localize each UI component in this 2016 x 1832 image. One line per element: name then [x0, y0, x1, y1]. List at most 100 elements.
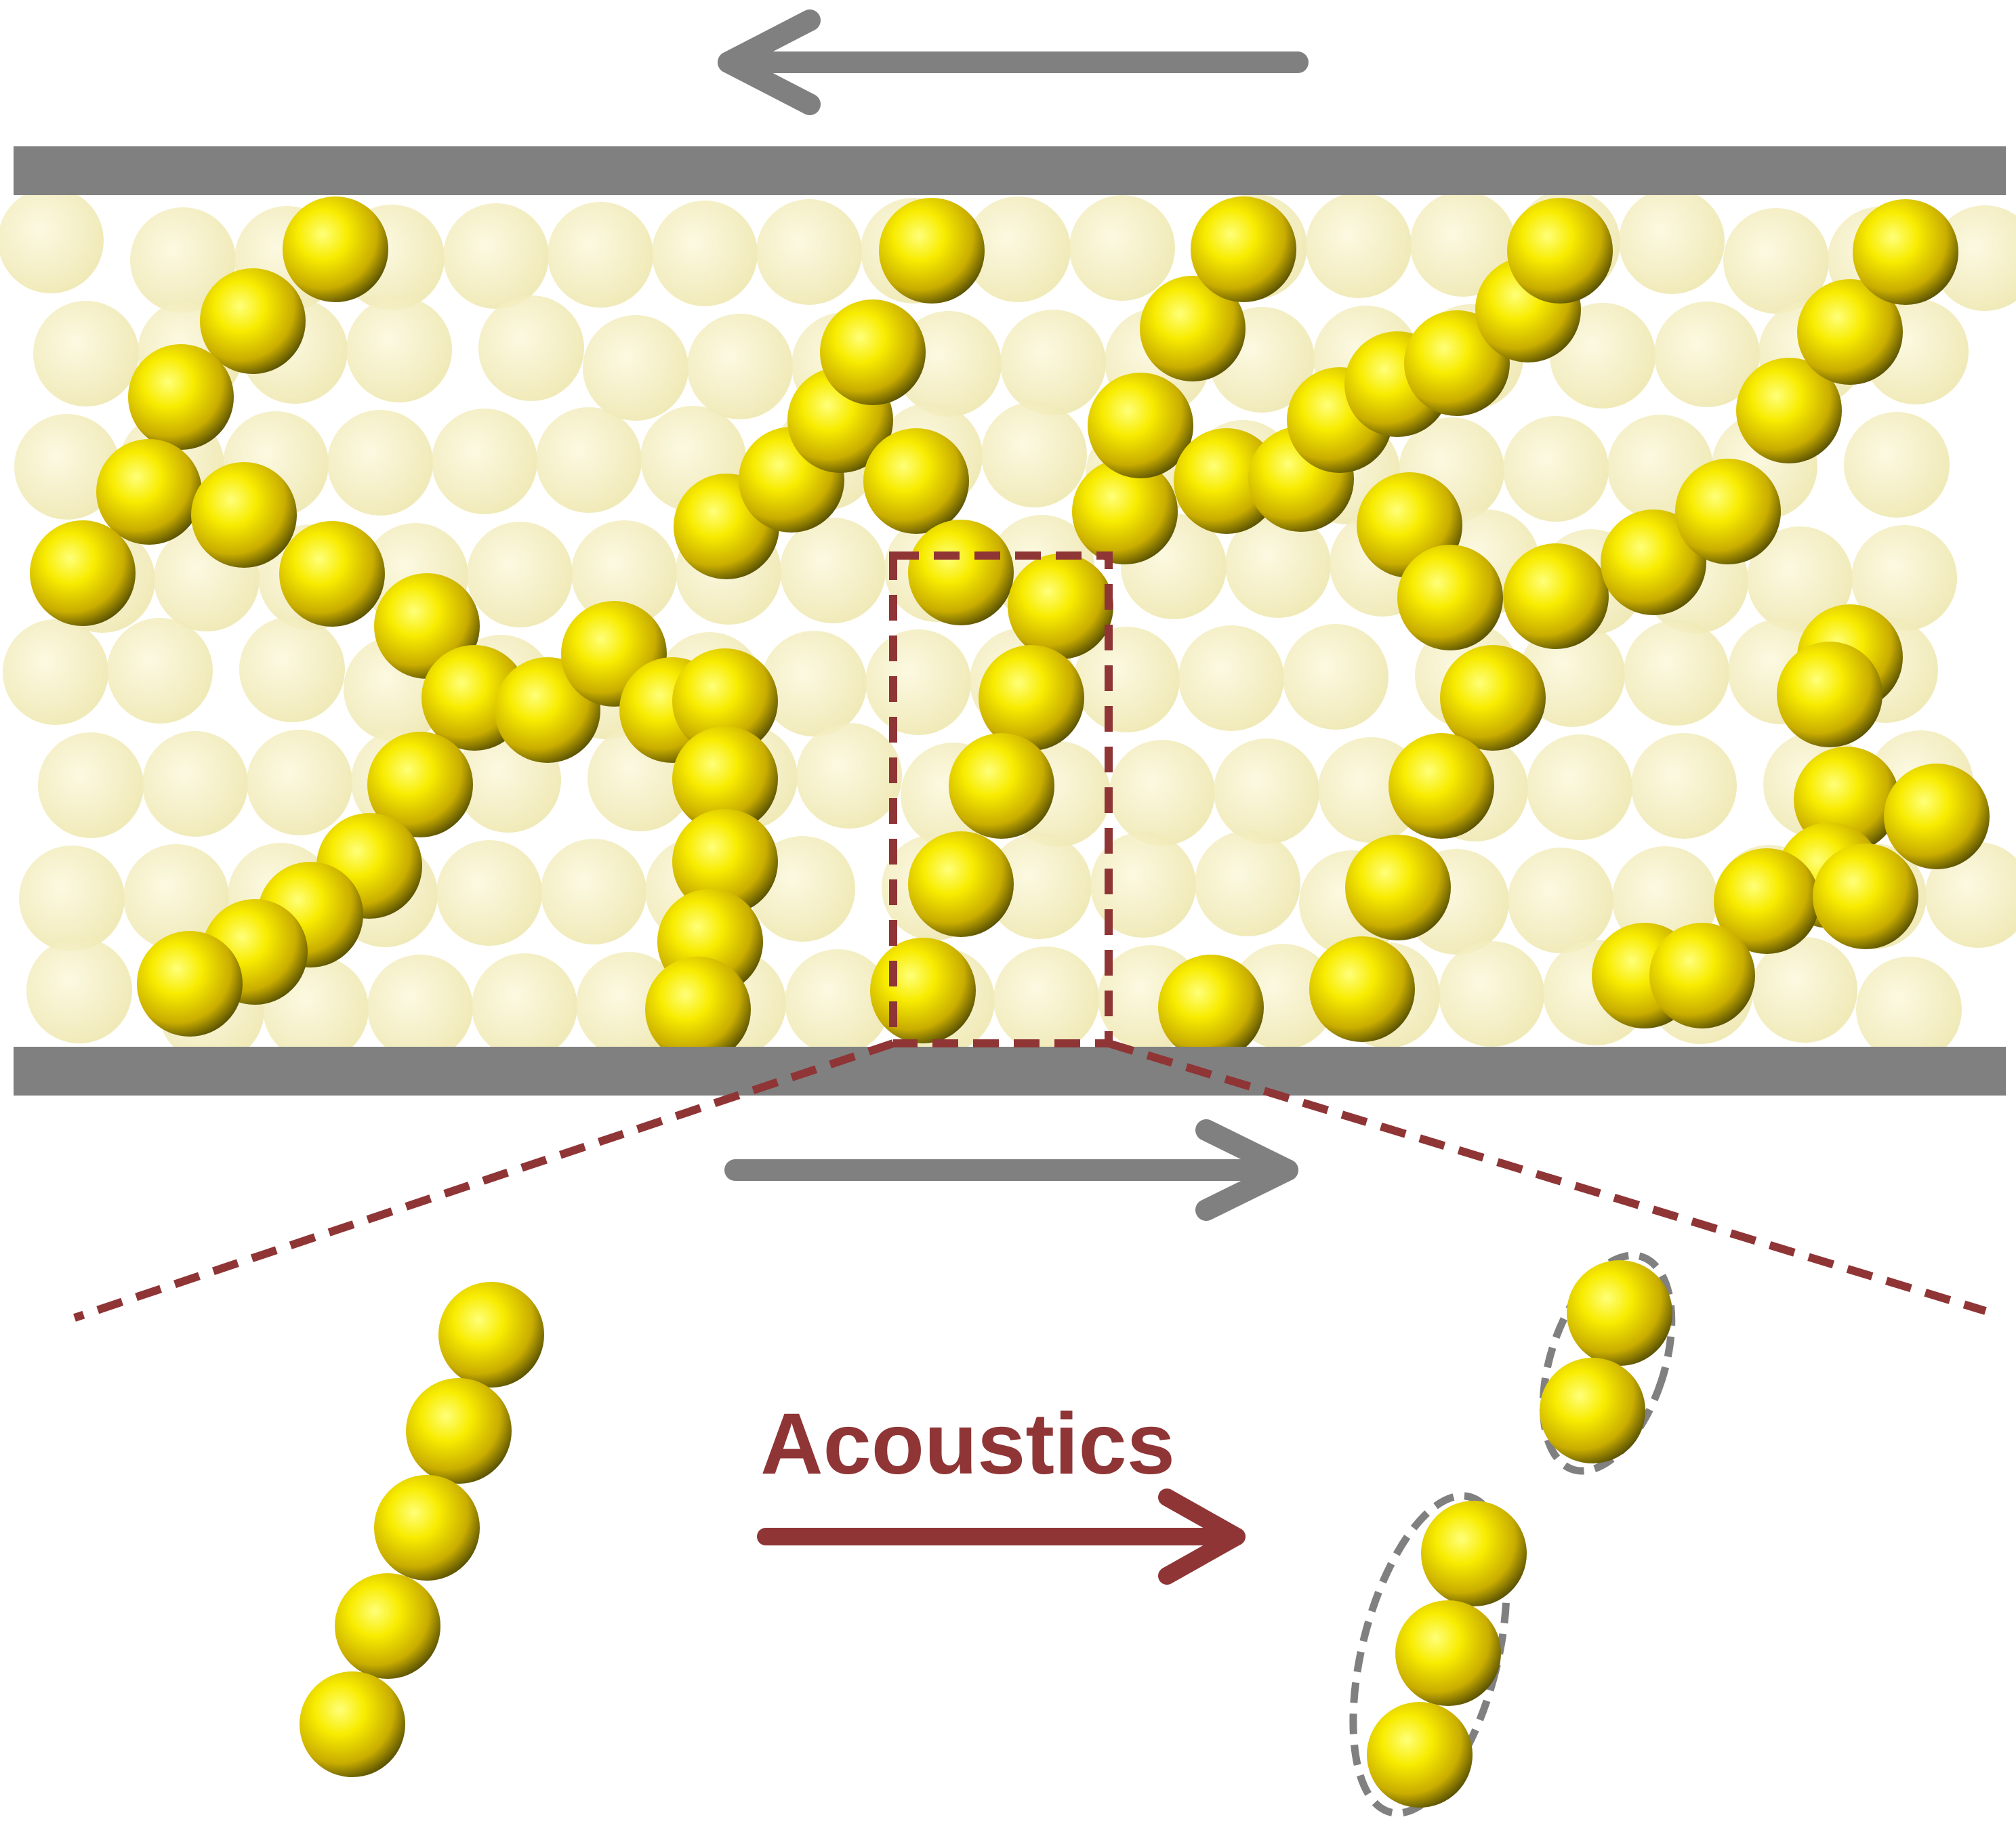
zoom-region — [73, 551, 1987, 1322]
background-particle — [142, 731, 248, 837]
force-chain-particle — [672, 726, 778, 832]
background-particle — [1856, 957, 1962, 1062]
force-chain-particle — [1675, 459, 1781, 564]
force-chain-particle — [879, 198, 985, 304]
force-chain-particle — [870, 938, 976, 1043]
background-particle — [571, 520, 677, 626]
force-chain-particle — [672, 648, 778, 754]
background-particle — [993, 946, 1099, 1052]
background-particle — [548, 202, 653, 308]
force-chain-particle — [191, 462, 297, 568]
force-chain-particle — [1140, 276, 1246, 381]
force-chain-particle — [1797, 279, 1903, 385]
force-chain-particle — [1158, 955, 1264, 1060]
force-chain-particle — [1345, 835, 1451, 940]
force-chain-particle — [279, 521, 385, 627]
background-particle — [687, 314, 793, 419]
top-plate — [14, 146, 2006, 195]
force-chain-particle — [200, 268, 306, 374]
zoomed-chain-particle — [374, 1475, 480, 1581]
background-particle — [536, 407, 642, 513]
background-particle — [432, 409, 537, 514]
top-shear-arrow — [718, 9, 1309, 115]
background-particle — [1109, 740, 1215, 846]
background-particle — [472, 953, 577, 1059]
background-particle — [443, 203, 549, 309]
force-chain-particle — [1507, 198, 1613, 304]
background-particle — [756, 199, 862, 305]
background-particle — [1214, 738, 1319, 844]
background-particle — [1844, 412, 1950, 518]
background-particle — [1619, 188, 1725, 294]
background-particle — [1090, 832, 1196, 938]
background-particle — [478, 295, 584, 401]
force-chain-particle — [863, 428, 969, 534]
zoomed-chain-particle — [406, 1378, 512, 1484]
zoomed-chain-particle — [300, 1671, 405, 1777]
background-particle — [583, 315, 688, 421]
force-chain-particle — [283, 196, 388, 302]
background-particle — [1178, 625, 1284, 731]
acoustics-arrow — [757, 1488, 1246, 1585]
broken-chain-clusters — [1349, 1251, 1676, 1817]
background-particle — [107, 618, 213, 724]
background-particle — [1925, 842, 2016, 948]
background-particle — [0, 188, 104, 293]
force-chain-particle — [1008, 554, 1113, 659]
background-particle — [1000, 310, 1106, 415]
force-chain-particle — [30, 520, 136, 626]
background-particle — [865, 629, 971, 735]
zoom-line-left — [73, 1039, 894, 1322]
background-particle — [1410, 191, 1516, 297]
background-particle — [14, 414, 120, 520]
background-particle — [1439, 941, 1544, 1047]
background-particle — [981, 402, 1087, 507]
background-particle — [1654, 301, 1760, 407]
background-particle — [1503, 416, 1609, 522]
background-particle — [436, 840, 542, 946]
force-chain-particle — [1397, 545, 1503, 650]
force-chain-particle — [820, 299, 926, 405]
background-particle — [965, 196, 1071, 302]
background-particle — [1306, 192, 1412, 298]
cluster-particle — [1421, 1501, 1527, 1606]
force-chain-particle — [1088, 373, 1193, 478]
background-particle — [26, 938, 132, 1043]
bottom-plate — [14, 1047, 2006, 1096]
zoomed-chain-particle — [335, 1573, 440, 1679]
force-chain-particle — [979, 645, 1084, 751]
zoomed-chain-particle — [438, 1282, 544, 1388]
background-particle — [541, 839, 646, 944]
force-chain-particle — [367, 732, 473, 837]
background-particle — [239, 617, 345, 722]
background-particle — [327, 410, 433, 516]
zoom-box — [889, 551, 1113, 1047]
zoom-line-right — [1107, 1039, 1987, 1315]
background-particle — [1723, 208, 1829, 314]
acoustics-label: Acoustics — [760, 1396, 1175, 1493]
background-particle — [367, 955, 473, 1060]
background-particle — [1631, 733, 1737, 839]
cluster-particle — [1567, 1260, 1672, 1366]
zoomed-force-chain — [300, 1282, 544, 1777]
cluster-particle — [1367, 1702, 1473, 1808]
force-chain-particle — [1309, 936, 1415, 1042]
force-chain-particle — [1736, 358, 1842, 463]
background-particle — [1195, 831, 1300, 936]
background-particle — [1851, 525, 1957, 631]
background-particle — [1624, 620, 1729, 726]
force-chain-particle — [1601, 509, 1706, 615]
force-chain-particle — [908, 520, 1014, 625]
background-particle — [652, 201, 758, 306]
force-chain-particle — [1072, 459, 1178, 564]
background-particle — [123, 844, 229, 950]
force-chain-particle — [1174, 428, 1279, 534]
cluster-particle — [1395, 1600, 1501, 1706]
force-chain-particle — [1503, 543, 1609, 649]
force-chain-particle — [908, 831, 1014, 937]
force-chain-particle — [949, 733, 1054, 839]
background-particle — [780, 518, 886, 623]
background-particle — [467, 522, 573, 627]
background-particle — [33, 301, 139, 407]
